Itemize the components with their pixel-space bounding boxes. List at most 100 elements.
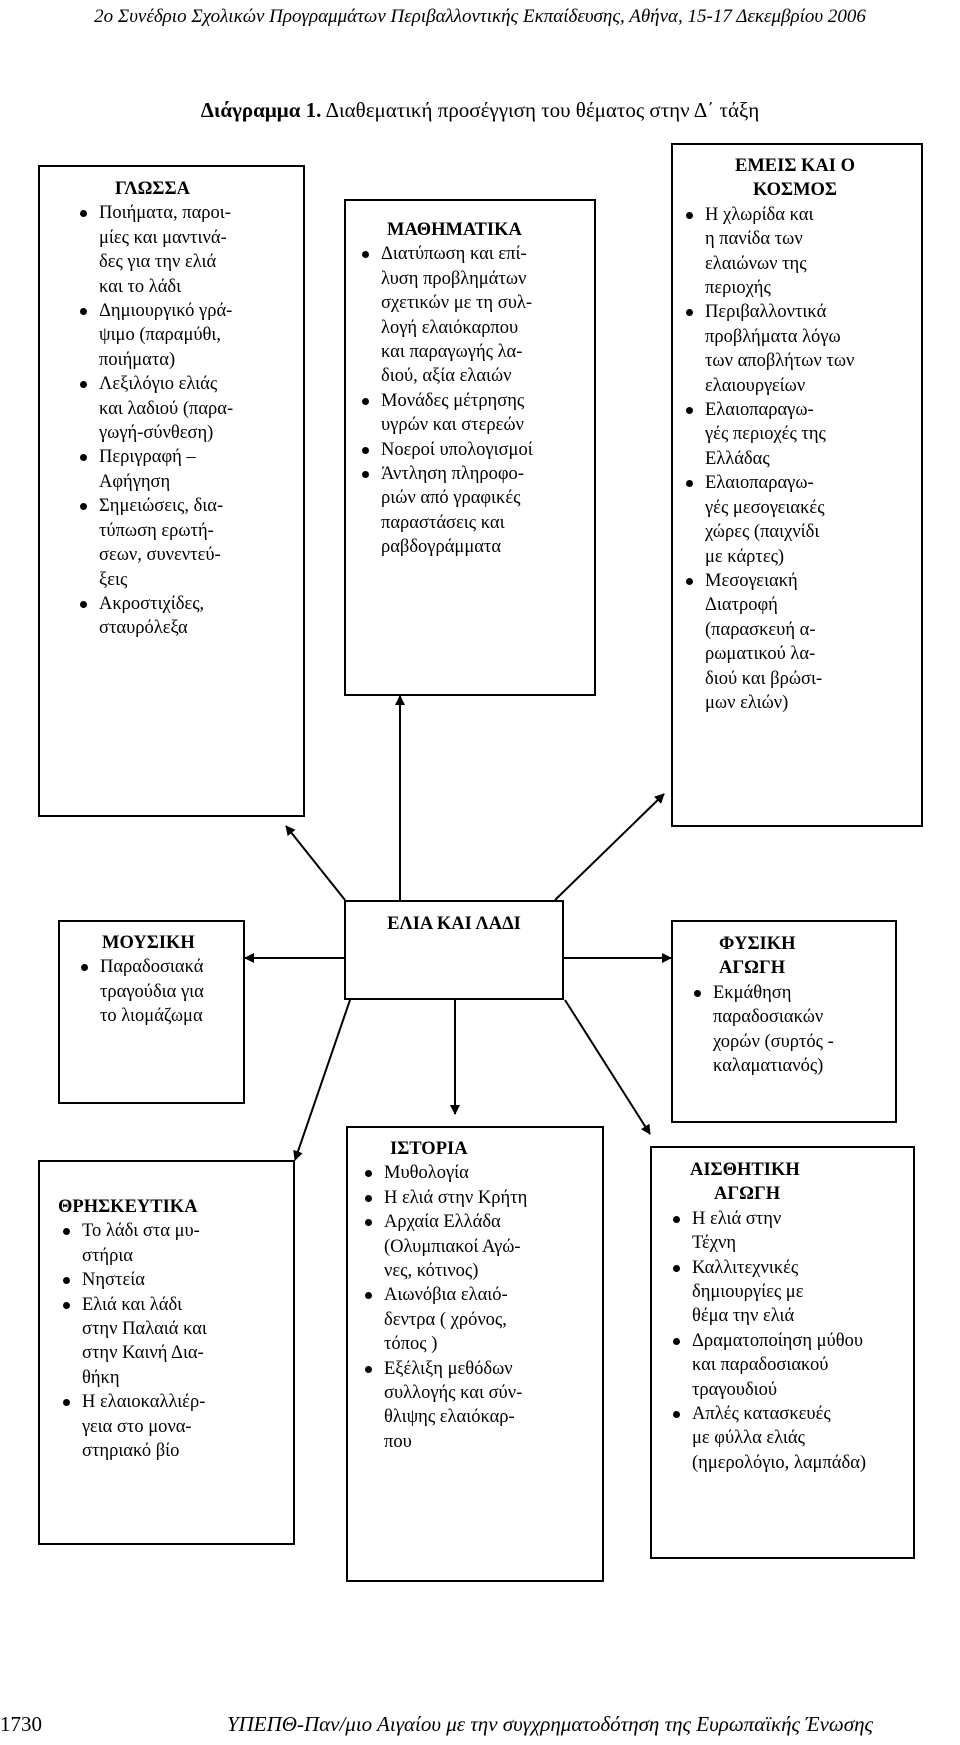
list-item-line: Αφήγηση bbox=[99, 471, 171, 492]
conference-header: 2ο Συνέδριο Σχολικών Προγραμμάτων Περιβα… bbox=[94, 6, 866, 27]
footer-funding-text: ΥΠΕΠΘ-Παν/μιο Αιγαίου με την συγχρηματοδ… bbox=[226, 1712, 874, 1736]
list-item-line: Αιωνόβια ελαιό- bbox=[384, 1285, 508, 1306]
diagram-caption: Διαθεματική προσέγγιση του θέματος στην … bbox=[321, 98, 760, 122]
list-item-line: (ημερολόγιο, λαμπάδα) bbox=[692, 1452, 867, 1473]
list-item-line: Δραματοποίηση μύθου bbox=[692, 1330, 863, 1351]
list-item: Το λάδι στα μυ-στήρια bbox=[58, 1219, 289, 1268]
list-item-line: ραβδογράμματα bbox=[381, 537, 502, 558]
list-item-line: με φύλλα ελιάς bbox=[692, 1428, 805, 1449]
list-item: Αρχαία Ελλάδα(Ολυμπιακοί Αγώ-νες, κότινο… bbox=[360, 1210, 598, 1283]
list-item: Σημειώσεις, δια-τύπωση ερωτή-σεων, συνεν… bbox=[75, 494, 297, 592]
list-item-line: σεων, συνεντεύ- bbox=[99, 545, 221, 566]
list-item-line: γές μεσογειακές bbox=[705, 497, 825, 518]
arrow-to-emeis bbox=[554, 793, 665, 901]
list-item-line: Διατροφή bbox=[705, 595, 778, 616]
list-item-line: Τέχνη bbox=[692, 1233, 737, 1254]
list-item-line: συλλογής και σύν- bbox=[384, 1383, 523, 1404]
box-glossa: ΓΛΩΣΣΑ Ποιήματα, παροι-μίες και μαντινά-… bbox=[38, 165, 305, 817]
list-item: Νοεροί υπολογισμοί bbox=[357, 438, 590, 462]
box-title: ΙΣΤΟΡΙΑ bbox=[390, 1139, 468, 1159]
item-list: Ποιήματα, παροι-μίες και μαντινά-δες για… bbox=[75, 201, 297, 640]
list-item-line: (Ολυμπιακοί Αγώ- bbox=[384, 1236, 521, 1257]
list-item-line: Καλλιτεχνικές bbox=[692, 1257, 799, 1278]
list-item-line: Περιβαλλοντικά bbox=[705, 302, 827, 323]
list-item-line: Ελαιοπαραγω- bbox=[705, 473, 814, 494]
list-item-line: Μεσογειακή bbox=[705, 570, 798, 591]
list-item-line: γεια στο μονα- bbox=[82, 1416, 192, 1437]
list-item-line: περιοχής bbox=[705, 278, 771, 299]
list-item-line: Εκμάθηση bbox=[713, 982, 792, 1003]
list-item-line: Περιγραφή – bbox=[99, 447, 196, 468]
list-item-line: δες για την ελιά bbox=[99, 252, 217, 273]
list-item-line: θλιψης ελαιόκαρ- bbox=[384, 1407, 515, 1428]
box-title-line-2: ΑΓΩΓΗ bbox=[714, 1184, 781, 1205]
list-item-line: δημιουργίες με bbox=[692, 1282, 804, 1303]
list-item-line: και λαδιού (παρα- bbox=[99, 398, 234, 419]
list-item-line: και παραδοσιακού bbox=[692, 1355, 829, 1376]
list-item-line: Η ελιά στην bbox=[692, 1208, 782, 1229]
list-item-line: μων ελιών) bbox=[705, 692, 789, 713]
list-item: Ακροστιχίδες,σταυρόλεξα bbox=[75, 592, 297, 641]
list-item-line: ξεις bbox=[99, 569, 128, 590]
box-title-line-1: ΦΥΣΙΚΗ bbox=[719, 934, 796, 954]
list-item-line: σχετικών με τη συλ- bbox=[381, 293, 532, 314]
list-item-line: Η χλωρίδα και bbox=[705, 204, 814, 225]
list-item: Ελαιοπαραγω-γές μεσογειακές χώρες (παιχνί… bbox=[681, 471, 909, 569]
list-item-line: Η ελιά στην Κρήτη bbox=[384, 1187, 528, 1208]
list-item-line: Νηστεία bbox=[82, 1270, 145, 1291]
list-item: Η ελιά στην Κρήτη bbox=[360, 1186, 598, 1210]
box-title-line-1: ΑΙΣΘΗΤΙΚΗ bbox=[690, 1160, 800, 1180]
list-item-line: χώρες (παιχνίδι bbox=[705, 522, 820, 543]
list-item-line: ρωματικού λα- bbox=[705, 644, 816, 665]
list-item-line: Διατύπωση και επί- bbox=[381, 244, 527, 265]
list-item: Δημιουργικό γρά-ψιμο (παραμύθι,ποιήματα) bbox=[75, 299, 297, 372]
list-item-line: με κάρτες) bbox=[705, 546, 785, 567]
list-item-line: λυση προβλημάτων bbox=[381, 268, 527, 289]
list-item: Διατύπωση και επί-λυση προβλημάτων σχετικ… bbox=[357, 242, 590, 388]
box-center-elia-ladi: ΕΛΙΑ ΚΑΙ ΛΑΔΙ bbox=[344, 900, 564, 1000]
list-item-line: των αποβλήτων των bbox=[705, 351, 855, 372]
list-item-line: Δημιουργικό γρά- bbox=[99, 301, 233, 322]
list-item: Αιωνόβια ελαιό-δεντρα ( χρόνος,τόπος ) bbox=[360, 1283, 598, 1356]
list-item-line: χορών (συρτός - bbox=[713, 1031, 834, 1052]
arrow-to-aisthitiki bbox=[564, 999, 651, 1135]
list-item: Ποιήματα, παροι-μίες και μαντινά-δες για… bbox=[75, 201, 297, 299]
box-title: ΜΑΘΗΜΑΤΙΚΑ bbox=[387, 220, 522, 240]
list-item-line: Το λάδι στα μυ- bbox=[82, 1221, 200, 1242]
list-item-line: και το λάδι bbox=[99, 276, 182, 297]
list-item-line: νες, κότινος) bbox=[384, 1261, 479, 1282]
list-item: Περιγραφή – Αφήγηση bbox=[75, 445, 297, 494]
list-item-line: μίες και μαντινά- bbox=[99, 227, 227, 248]
list-item-line: λογή ελαιόκαρπου bbox=[381, 317, 519, 338]
list-item-line: ελαιώνων της bbox=[705, 253, 807, 274]
list-item-line: παραστάσεις και bbox=[381, 512, 505, 533]
list-item-line: τόπος ) bbox=[384, 1334, 438, 1355]
box-title-line-1: ΕΜΕΙΣ ΚΑΙ Ο bbox=[734, 156, 856, 176]
box-title: ΓΛΩΣΣΑ bbox=[115, 179, 190, 199]
list-item-line: και παραγωγής λα- bbox=[381, 342, 523, 363]
center-title: ΕΛΙΑ ΚΑΙ ΛΑΔΙ bbox=[387, 914, 521, 934]
list-item-line: το λιομάζωμα bbox=[100, 1006, 203, 1027]
list-item-line: διού, αξία ελαιών bbox=[381, 366, 512, 387]
list-item-line: τραγούδια για bbox=[100, 981, 204, 1002]
list-item-line: Ποιήματα, παροι- bbox=[99, 203, 231, 224]
list-item-line: στηριακό βίο bbox=[82, 1441, 180, 1462]
list-item-line: Άντληση πληροφο- bbox=[381, 464, 524, 485]
